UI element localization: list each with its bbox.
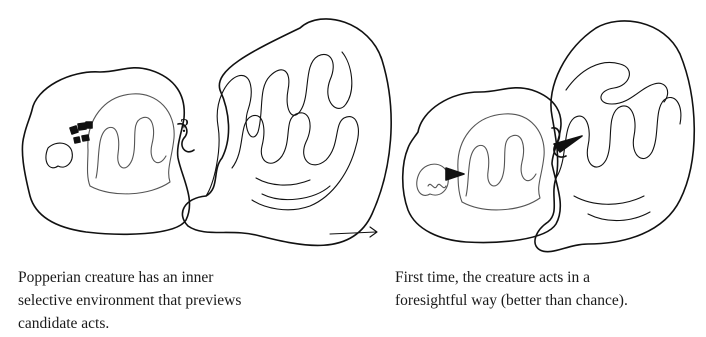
left-environment-fold-lines (256, 178, 330, 200)
right-environment-inner-folds (566, 62, 668, 104)
left-environment-inner-folds (232, 113, 358, 210)
right-inner-environment (458, 114, 544, 210)
creature-drawings: ? (0, 0, 706, 262)
left-inner-folds (96, 117, 166, 178)
right-inner-pointer (446, 168, 464, 180)
right-creature-panel (403, 21, 695, 252)
right-environment-fold-lines (574, 196, 650, 221)
right-creature-body (403, 88, 561, 243)
right-inner-folds (466, 135, 536, 196)
right-candidate-acts (417, 164, 449, 195)
right-candidate-squiggle (428, 184, 446, 187)
left-candidate-acts (46, 143, 72, 168)
arrow-shaft (330, 232, 376, 234)
left-inner-environment (88, 94, 175, 194)
left-question-mark: ? (180, 115, 189, 137)
caption-left: Popperian creature has an inner selectiv… (18, 266, 318, 335)
left-environment-outline (182, 19, 391, 246)
left-creature-body (22, 68, 189, 234)
left-creature-panel: ? (22, 19, 391, 246)
caption-right: First time, the creature acts in a fores… (395, 266, 695, 312)
